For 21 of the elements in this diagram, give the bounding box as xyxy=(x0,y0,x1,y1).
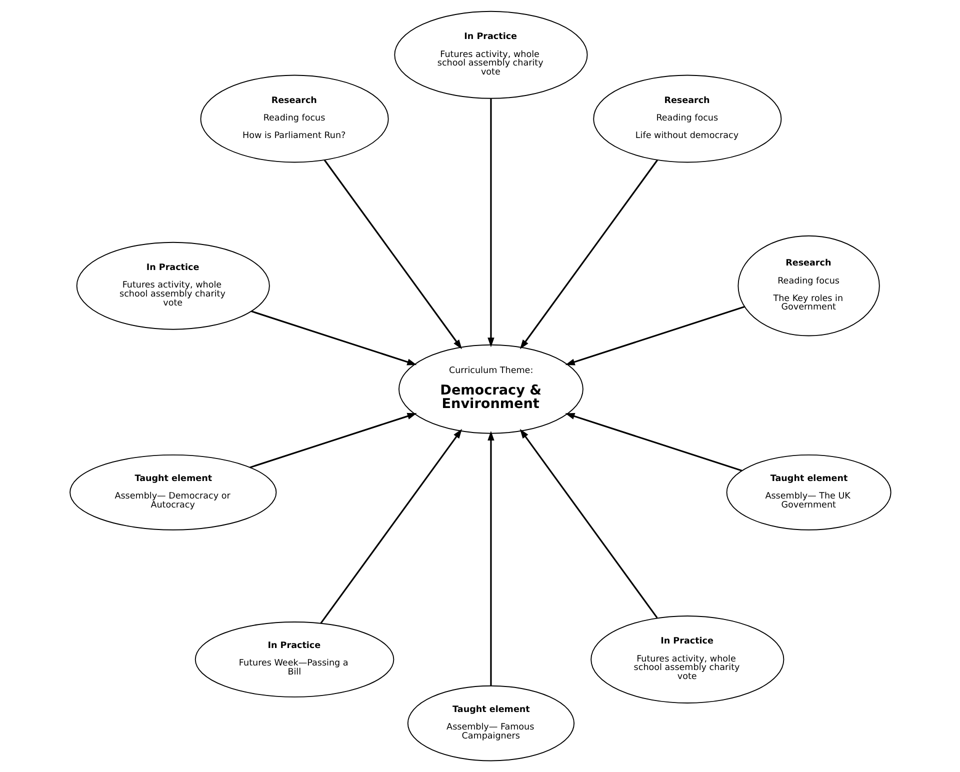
arrow xyxy=(323,160,462,350)
node-ellipse: Research Reading focus How is Parliament Run? xyxy=(200,74,388,163)
node-ellipse: In Practice Futures Week—Passing a Bill xyxy=(194,622,394,698)
node-ellipse: Taught element Assembly— Famous Campaigners xyxy=(406,685,574,762)
node-ellipse: Curriculum Theme: Democracy & Environment xyxy=(398,344,583,434)
node-ellipse: In Practice Futures activity, whole school assembly charity vote xyxy=(590,616,784,704)
arrow xyxy=(564,306,744,366)
arrow xyxy=(249,412,416,468)
arrow xyxy=(519,160,658,350)
node-ellipse: In Practice Futures activity, whole school assembly charity vote xyxy=(394,10,588,99)
node-ellipse: Research Reading focus The Key roles in Government xyxy=(737,235,880,336)
arrow xyxy=(320,428,462,624)
arrow xyxy=(519,428,658,618)
node-ellipse: Taught element Assembly— The UK Government xyxy=(726,454,891,530)
node-ellipse: Taught element Assembly— Democracy or Autocracy xyxy=(69,454,276,530)
node-ellipse: Research Reading focus Life without democracy xyxy=(592,74,782,163)
node-ellipse: In Practice Futures activity, whole school assembly charity vote xyxy=(76,242,270,330)
arrow xyxy=(487,98,494,348)
arrow xyxy=(250,310,416,366)
arrow xyxy=(487,430,494,686)
arrow xyxy=(564,412,742,472)
